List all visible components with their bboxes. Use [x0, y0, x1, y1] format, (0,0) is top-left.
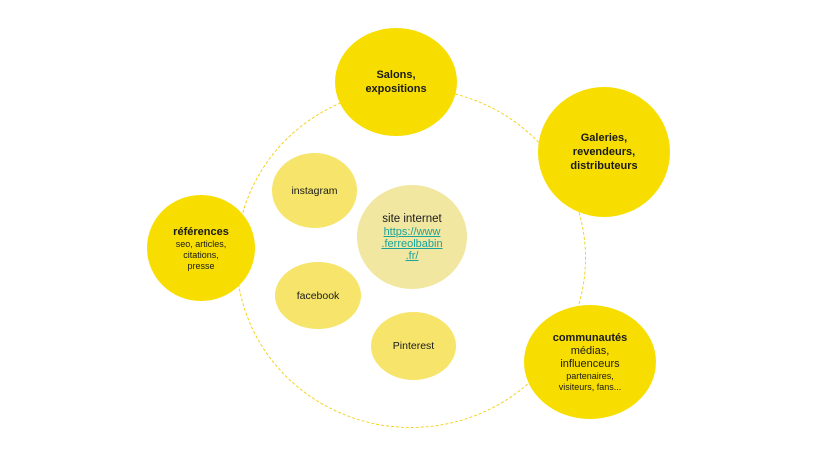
node-communautes: communautés médias, influenceurs partena… — [524, 305, 656, 419]
node-communautes-small-2: visiteurs, fans... — [558, 382, 622, 392]
node-references: références seo, articles, citations, pre… — [147, 195, 255, 301]
node-references-title: références — [173, 225, 229, 238]
site-link-line-3[interactable]: .fr/ — [405, 250, 419, 262]
node-communautes-small-1: partenaires, — [566, 371, 614, 381]
node-communautes-med-1: médias, — [570, 345, 610, 357]
node-references-line-2: citations, — [183, 249, 219, 260]
node-salons-title: Salons, expositions — [365, 69, 427, 95]
node-galeries-title: Galeries, revendeurs, distributeurs — [570, 132, 638, 172]
site-link-line-1[interactable]: https://www — [383, 226, 441, 238]
node-salons: Salons, expositions — [335, 28, 457, 136]
node-instagram-label: instagram — [291, 184, 338, 197]
node-references-line-3: presse — [187, 260, 215, 271]
site-link-line-2[interactable]: .ferreolbabin — [381, 238, 443, 250]
node-communautes-title: communautés — [552, 332, 628, 344]
node-facebook-label: facebook — [296, 289, 340, 302]
node-pinterest: Pinterest — [371, 312, 456, 380]
node-pinterest-label: Pinterest — [392, 340, 435, 352]
node-communautes-med-2: influenceurs — [560, 358, 620, 370]
node-galeries: Galeries, revendeurs, distributeurs — [538, 87, 670, 217]
node-facebook: facebook — [275, 262, 361, 329]
node-references-line-1: seo, articles, — [175, 238, 227, 249]
node-site-internet: site internet https://www .ferreolbabin … — [357, 185, 467, 289]
node-instagram: instagram — [272, 153, 357, 228]
node-site-title: site internet — [382, 213, 442, 225]
